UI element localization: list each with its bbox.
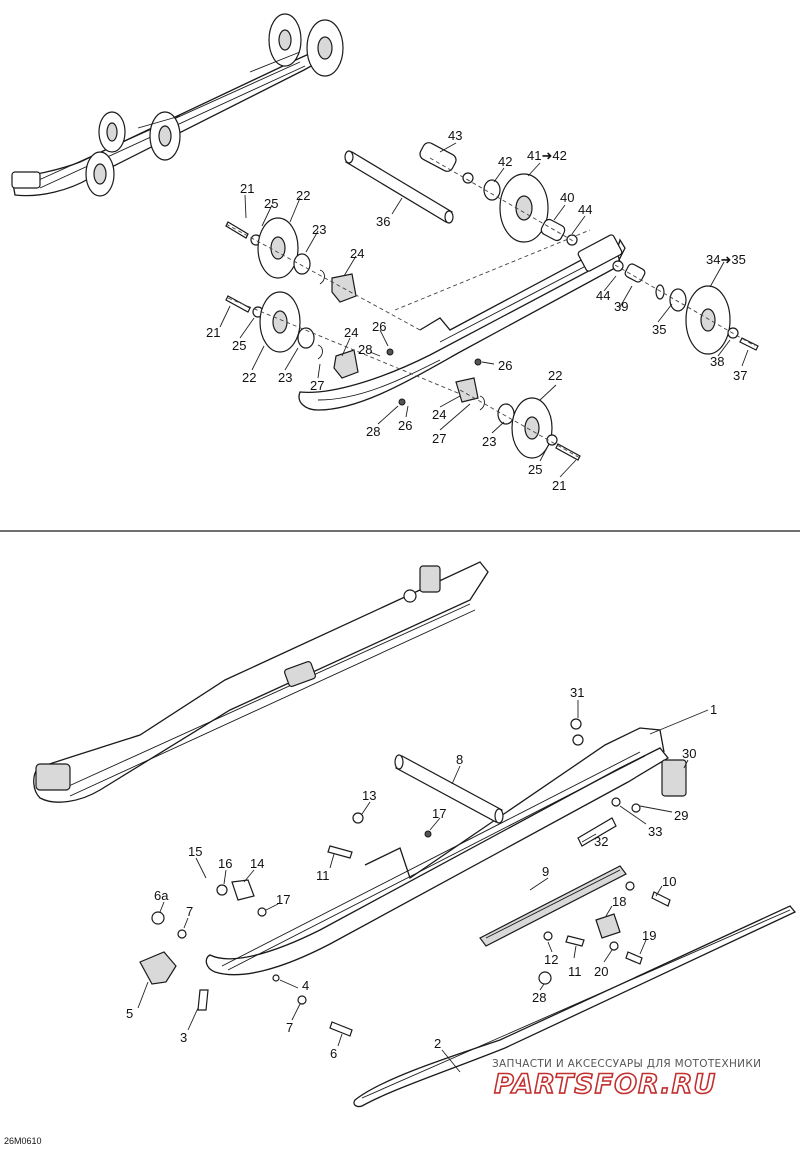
callout-labels-bottom: 1 31 30 29 33 32 8 13 17 11 15 16 14 17 … — [126, 685, 717, 1061]
callout-28-b: 28 — [366, 424, 380, 439]
callout-9: 9 — [542, 864, 549, 879]
callout-4: 4 — [302, 978, 309, 993]
callout-24-b: 24 — [344, 325, 358, 340]
callout-2: 2 — [434, 1036, 441, 1051]
callout-23-c: 23 — [482, 434, 496, 449]
callout-22-c: 22 — [548, 368, 562, 383]
callout-39: 39 — [614, 299, 628, 314]
callout-43: 43 — [448, 128, 462, 143]
callout-21-a: 21 — [240, 181, 254, 196]
callout-18: 18 — [612, 894, 626, 909]
callout-23-a: 23 — [312, 222, 326, 237]
slide-rail-assembly-overview — [33, 561, 489, 803]
callout-19: 19 — [642, 928, 656, 943]
callout-22-a: 22 — [296, 188, 310, 203]
callout-33: 33 — [648, 824, 662, 839]
runner-2 — [353, 905, 797, 1108]
callout-42: 42 — [498, 154, 512, 169]
callout-17-a: 17 — [432, 806, 446, 821]
rail-frame-top — [298, 229, 626, 411]
callout-8: 8 — [456, 752, 463, 767]
wheel-set-left-lower — [225, 291, 482, 406]
callout-44-top: 44 — [578, 202, 592, 217]
callout-34-35: 34➜35 — [706, 252, 746, 267]
callout-5: 5 — [126, 1006, 133, 1021]
callout-28-a: 28 — [358, 342, 372, 357]
callout-32: 32 — [594, 834, 608, 849]
callout-6a: 6a — [154, 888, 169, 903]
callout-23-b: 23 — [278, 370, 292, 385]
callout-25-c: 25 — [528, 462, 542, 477]
callout-11-b: 11 — [568, 964, 582, 979]
callout-26-c: 26 — [398, 418, 412, 433]
slide-rail-frame — [205, 727, 687, 976]
callout-20: 20 — [594, 964, 608, 979]
callout-26-a: 26 — [372, 319, 386, 334]
callout-31: 31 — [570, 685, 584, 700]
callout-26-b: 26 — [498, 358, 512, 373]
callout-27-a: 27 — [310, 378, 324, 393]
slider-strip-9 — [479, 865, 627, 947]
callout-29: 29 — [674, 808, 688, 823]
callout-25-a: 25 — [264, 196, 278, 211]
callout-22-b: 22 — [242, 370, 256, 385]
callout-30: 30 — [682, 746, 696, 761]
callout-25-b: 25 — [232, 338, 246, 353]
callout-1: 1 — [710, 702, 717, 717]
callout-3: 3 — [180, 1030, 187, 1045]
diagram-reference-code: 26M0610 — [4, 1136, 42, 1146]
callout-44-right: 44 — [596, 288, 610, 303]
callout-21-c: 21 — [552, 478, 566, 493]
callout-28-c: 28 — [532, 990, 546, 1005]
callout-24-c: 24 — [432, 407, 446, 422]
callout-35: 35 — [652, 322, 666, 337]
rear-wheel-group — [612, 260, 759, 355]
idler-wheel-group-top — [419, 142, 578, 246]
wheel-set-left-upper — [225, 217, 421, 331]
callout-7-b: 7 — [286, 1020, 293, 1035]
callout-14: 14 — [250, 856, 264, 871]
callout-10: 10 — [662, 874, 676, 889]
callout-17-b: 17 — [276, 892, 290, 907]
leader-lines-top — [219, 142, 749, 478]
callout-13: 13 — [362, 788, 376, 803]
shaft-36 — [344, 150, 454, 224]
callout-7-a: 7 — [186, 904, 193, 919]
callout-labels-top: 43 42 41➜42 40 44 36 21 25 22 23 24 34➜3… — [206, 128, 747, 493]
shaft-8 — [394, 754, 504, 824]
callout-40: 40 — [560, 190, 574, 205]
callout-16: 16 — [218, 856, 232, 871]
callout-6: 6 — [330, 1046, 337, 1061]
watermark: ЗАПЧАСТИ И АКСЕССУАРЫ ДЛЯ МОТОТЕХНИКИ PA… — [492, 1058, 761, 1101]
callout-21-b: 21 — [206, 325, 220, 340]
watermark-tagline: ЗАПЧАСТИ И АКСЕССУАРЫ ДЛЯ МОТОТЕХНИКИ — [492, 1058, 761, 1070]
callout-27-b: 27 — [432, 431, 446, 446]
leader-lines-bottom — [137, 700, 709, 1073]
callout-15: 15 — [188, 844, 202, 859]
callout-36: 36 — [376, 214, 390, 229]
callout-12: 12 — [544, 952, 558, 967]
callout-41-42: 41➜42 — [527, 148, 567, 163]
callout-24-a: 24 — [350, 246, 364, 261]
wheel-set-right-lower — [455, 377, 581, 461]
rail-assembly-overview — [11, 13, 344, 197]
watermark-logo: PARTSFOR.RU — [494, 1069, 716, 1100]
hardware-parts — [139, 718, 671, 1037]
callout-38: 38 — [710, 354, 724, 369]
callout-37: 37 — [733, 368, 747, 383]
callout-11-a: 11 — [316, 868, 330, 883]
